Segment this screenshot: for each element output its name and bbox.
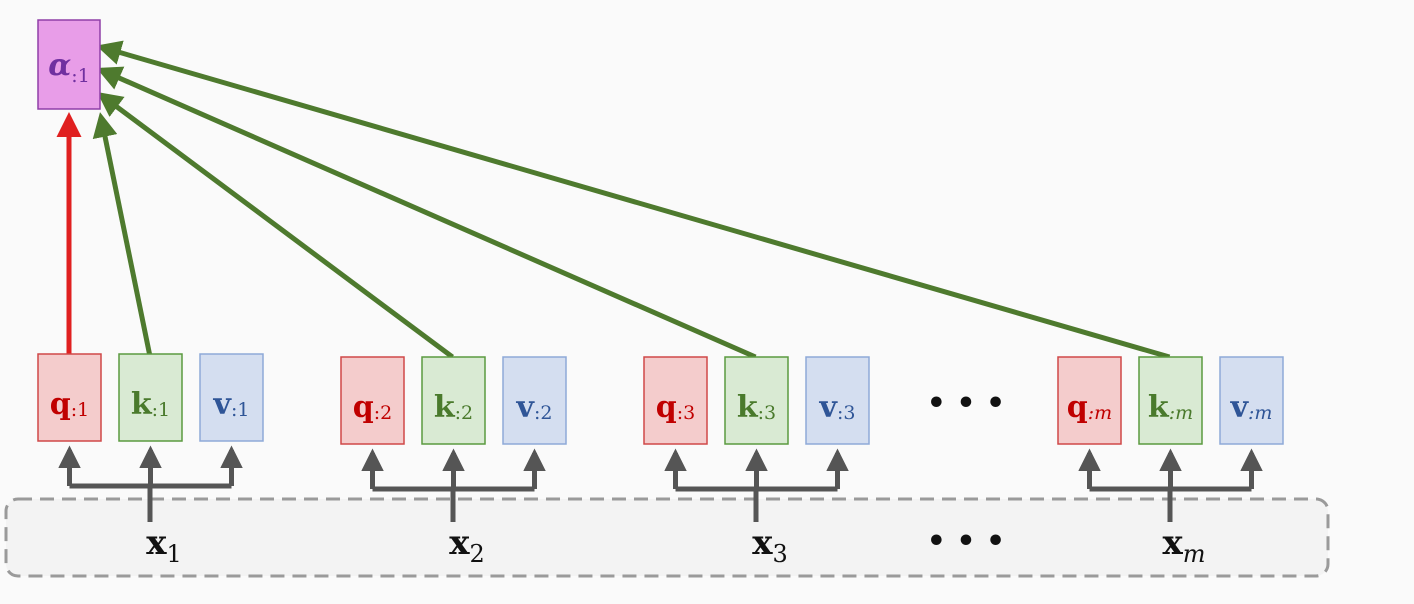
q-subscript: :1 <box>71 399 90 421</box>
key-to-alpha-arrow <box>92 112 152 355</box>
alpha-symbol: α <box>48 48 71 83</box>
k-subscript: :1 <box>152 399 171 421</box>
v-subscript: :1 <box>231 399 250 421</box>
v-subscript: :m <box>1248 402 1272 424</box>
key-to-alpha-arrow <box>96 40 1171 360</box>
q-subscript: :2 <box>374 402 393 424</box>
q-box <box>340 356 405 445</box>
q-symbol: q <box>353 390 374 425</box>
q-symbol: q <box>50 387 71 422</box>
q-label: q:1 <box>50 387 89 422</box>
input-symbol: x <box>449 523 470 563</box>
key-to-alpha-arrow <box>96 92 454 360</box>
alpha-subscript: :1 <box>71 65 90 87</box>
q-box <box>643 356 708 445</box>
v-box <box>502 356 567 445</box>
input-symbol: x <box>146 523 167 563</box>
k-box <box>118 353 183 442</box>
k-symbol: k <box>131 387 153 422</box>
k-label: k:2 <box>434 390 473 425</box>
v-label: v:2 <box>516 390 553 425</box>
alpha-box <box>37 19 101 110</box>
input-label: x2 <box>449 523 485 568</box>
v-label: v:1 <box>213 387 250 422</box>
v-symbol: v <box>1230 390 1250 425</box>
k-label: k:3 <box>737 390 776 425</box>
q-symbol: q <box>656 390 677 425</box>
input-arrow-group <box>58 445 243 522</box>
input-arrow-group <box>664 448 849 522</box>
ellipsis-bottom: • • • <box>927 524 1005 559</box>
input-arrow-group <box>361 448 546 522</box>
input-arrow-group <box>1078 448 1263 522</box>
q-box <box>37 353 102 442</box>
k-subscript: :m <box>1169 402 1193 424</box>
alpha-label: α:1 <box>48 48 90 87</box>
input-label: xm <box>1162 523 1205 568</box>
q-label: q:m <box>1067 390 1112 425</box>
q-box <box>1057 356 1122 445</box>
k-label: k:m <box>1148 390 1193 425</box>
v-box <box>805 356 870 445</box>
k-subscript: :2 <box>455 402 474 424</box>
input-band <box>4 497 1330 578</box>
input-symbol: x <box>752 523 773 563</box>
ellipsis-top: • • • <box>927 386 1005 421</box>
input-arrows <box>58 445 1263 522</box>
k-symbol: k <box>434 390 456 425</box>
input-symbol: x <box>1162 523 1183 563</box>
key-to-alpha-arrow <box>96 66 757 360</box>
alpha-node: α:1 <box>37 19 101 110</box>
k-subscript: :3 <box>758 402 777 424</box>
q-subscript: :m <box>1088 402 1112 424</box>
v-label: v:m <box>1230 390 1273 425</box>
input-subscript: m <box>1183 540 1206 568</box>
k-label: k:1 <box>131 387 170 422</box>
v-box <box>1219 356 1284 445</box>
input-label: x3 <box>752 523 788 568</box>
v-label: v:3 <box>819 390 856 425</box>
input-subscript: 1 <box>167 540 182 568</box>
q-symbol: q <box>1067 390 1088 425</box>
input-label: x1 <box>146 523 182 568</box>
v-subscript: :3 <box>837 402 856 424</box>
q-label: q:3 <box>656 390 695 425</box>
k-box <box>724 356 789 445</box>
k-box <box>1138 356 1203 445</box>
v-symbol: v <box>213 387 233 422</box>
k-box <box>421 356 486 445</box>
q-subscript: :3 <box>677 402 696 424</box>
v-symbol: v <box>819 390 839 425</box>
v-symbol: v <box>516 390 536 425</box>
q-label: q:2 <box>353 390 392 425</box>
k-symbol: k <box>737 390 759 425</box>
v-subscript: :2 <box>534 402 553 424</box>
input-subscript: 3 <box>773 540 788 568</box>
v-box <box>199 353 264 442</box>
k-symbol: k <box>1148 390 1170 425</box>
input-subscript: 2 <box>470 540 485 568</box>
attention-arrows <box>56 40 1171 360</box>
